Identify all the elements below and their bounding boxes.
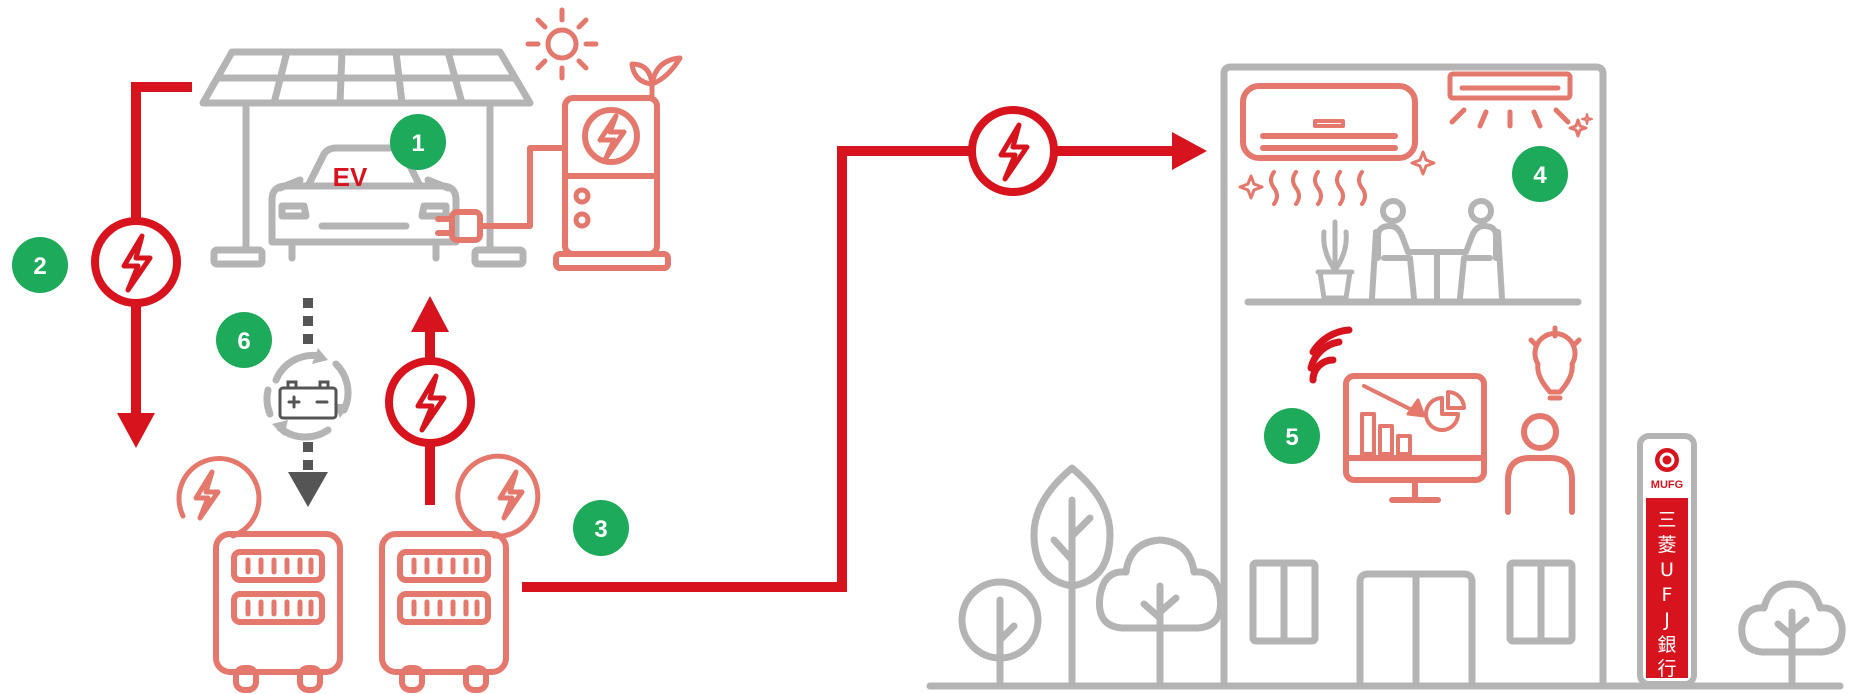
tree-icon [1034, 468, 1110, 686]
bank-name-char: 銀 [1657, 634, 1676, 656]
step-badge-label: 5 [1285, 424, 1298, 451]
bank-name-char: 三 [1657, 509, 1676, 531]
lightning-icon [389, 361, 471, 443]
ev-label: EV [333, 162, 368, 192]
bank-name-char: 菱 [1657, 534, 1676, 556]
monitor-chart-icon [1346, 376, 1484, 500]
lightning-icon [972, 110, 1054, 192]
step-badge-2: 2 [12, 237, 68, 293]
plant-icon [1318, 222, 1352, 298]
air-conditioner-small-icon [1450, 74, 1592, 136]
mufg-logo-text: MUFG [1651, 479, 1683, 491]
bank-name-char: J [1663, 609, 1670, 631]
sun-icon [528, 10, 596, 78]
tree-icon [1099, 540, 1220, 686]
step-badge-4: 4 [1512, 146, 1568, 202]
air-conditioner-icon [1240, 86, 1434, 204]
tree-icon [962, 582, 1038, 686]
step-badge-label: 2 [33, 253, 46, 280]
step-badge-5: 5 [1264, 408, 1320, 464]
bank-name-char: U [1660, 559, 1674, 581]
step-badge-label: 3 [594, 516, 607, 543]
step-badge-label: 4 [1533, 162, 1547, 189]
step-badge-1: 1 [390, 114, 446, 170]
step-badge-label: 6 [237, 328, 250, 355]
storage-battery-icon [382, 456, 538, 690]
meeting-people-icon [1372, 201, 1502, 298]
step-badge-3: 3 [573, 500, 629, 556]
bank-name-char: 行 [1657, 658, 1676, 680]
step-badge-6: 6 [216, 312, 272, 368]
ev-charger-icon [556, 98, 668, 268]
leaf-icon [632, 58, 680, 98]
lightbulb-icon [1531, 328, 1579, 398]
car-battery-icon [280, 382, 336, 418]
lightning-icon [95, 221, 177, 303]
mufg-logo-icon [1655, 448, 1679, 472]
tree-icon [1742, 584, 1842, 686]
person-icon [1508, 416, 1572, 512]
bank-name-char: F [1662, 584, 1673, 606]
step-badge-label: 1 [411, 130, 424, 157]
wifi-signal-icon [1311, 330, 1349, 380]
